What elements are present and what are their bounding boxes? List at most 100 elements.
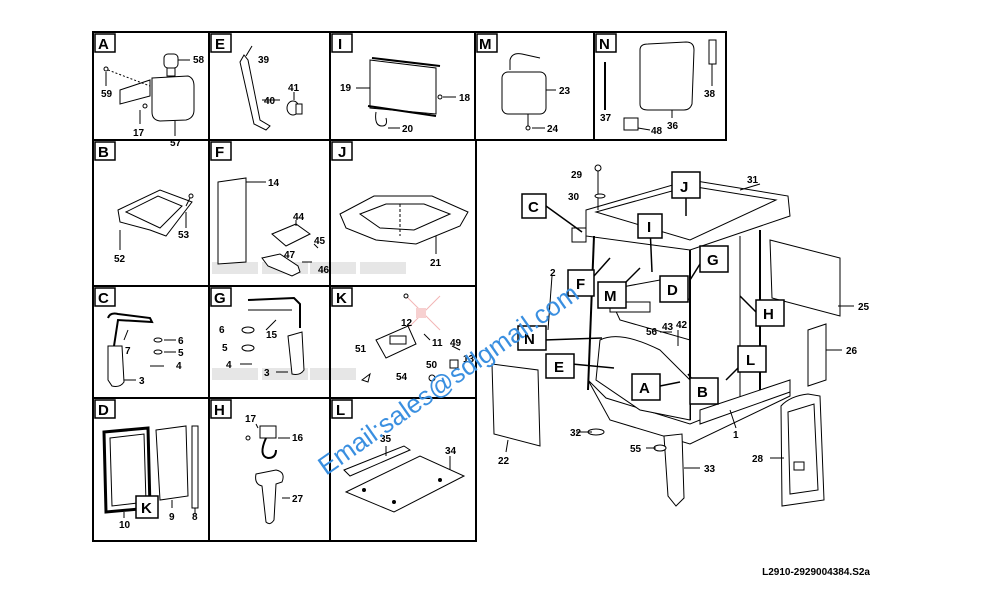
panel-h-drawing bbox=[245, 423, 290, 525]
panel-c-drawing bbox=[107, 312, 176, 387]
part-label: 37 bbox=[600, 113, 612, 124]
part-label: 6 bbox=[219, 325, 225, 336]
panel-letter-h: H bbox=[214, 402, 225, 419]
part-label: 47 bbox=[284, 250, 296, 261]
panel-letter-d: D bbox=[98, 402, 109, 419]
callout-box bbox=[135, 495, 159, 519]
part-label: 5 bbox=[222, 343, 228, 354]
part-label: 45 bbox=[314, 236, 326, 247]
main-callout-f: F bbox=[576, 276, 585, 293]
panel-a-drawing bbox=[103, 53, 195, 136]
part-label: 51 bbox=[355, 344, 367, 355]
part-label: 1 bbox=[733, 430, 739, 441]
panel-grid bbox=[92, 31, 727, 542]
main-callout-d: D bbox=[667, 282, 678, 299]
main-callout-j: J bbox=[680, 179, 688, 196]
panel-letter-i: I bbox=[338, 36, 342, 53]
part-label: 34 bbox=[445, 446, 457, 457]
background-wordmark bbox=[212, 262, 406, 380]
part-label: 16 bbox=[292, 433, 304, 444]
panel-letter-g: G bbox=[214, 290, 226, 307]
panel-letter-c: C bbox=[98, 290, 109, 307]
part-label: 31 bbox=[747, 175, 759, 186]
part-label: 6 bbox=[178, 336, 184, 347]
part-label: 17 bbox=[133, 128, 145, 139]
drawing-reference: L2910-2929004384.S2a bbox=[762, 567, 870, 578]
part-label: 7 bbox=[125, 346, 131, 357]
panel-m-drawing bbox=[501, 53, 556, 131]
part-label: 39 bbox=[258, 55, 270, 66]
main-callout-m: M bbox=[604, 288, 617, 305]
part-label: 17 bbox=[245, 414, 257, 425]
main-callout-e: E bbox=[554, 359, 564, 376]
part-label: 15 bbox=[266, 330, 278, 341]
panel-letter-b: B bbox=[98, 144, 109, 161]
main-callout-b: B bbox=[697, 384, 708, 401]
part-label: 23 bbox=[559, 86, 571, 97]
panel-letters bbox=[94, 33, 617, 419]
part-label: 38 bbox=[704, 89, 716, 100]
main-callout-i: I bbox=[647, 219, 651, 236]
part-label: 25 bbox=[858, 302, 870, 313]
panel-g-drawing bbox=[240, 296, 305, 375]
part-label: 33 bbox=[704, 464, 716, 475]
main-callout-h: H bbox=[763, 306, 774, 323]
part-label: 28 bbox=[752, 454, 764, 465]
part-label: 53 bbox=[178, 230, 190, 241]
main-callout-c: C bbox=[528, 199, 539, 216]
panel-j-drawing bbox=[339, 195, 469, 254]
part-label: 59 bbox=[101, 89, 113, 100]
part-label: 2 bbox=[550, 268, 556, 279]
panel-k-drawing bbox=[360, 293, 461, 383]
panel-letter-l: L bbox=[336, 402, 345, 419]
main-callout-n: N bbox=[524, 331, 535, 348]
part-label: 21 bbox=[430, 258, 442, 269]
main-callout-boxes bbox=[517, 171, 785, 405]
part-label: 52 bbox=[114, 254, 126, 265]
part-label: 46 bbox=[318, 265, 330, 276]
part-label: 22 bbox=[498, 456, 510, 467]
part-label: 32 bbox=[570, 428, 582, 439]
part-label: 41 bbox=[288, 83, 300, 94]
part-label: 14 bbox=[268, 178, 280, 189]
part-label: 29 bbox=[571, 170, 583, 181]
part-label: 35 bbox=[380, 434, 392, 445]
panel-letter-a: A bbox=[98, 36, 109, 53]
main-callout-g: G bbox=[707, 252, 719, 269]
part-label: 19 bbox=[340, 83, 352, 94]
panel-letter-f: F bbox=[215, 144, 224, 161]
panel-d-inner-letter: K bbox=[141, 500, 152, 517]
main-callout-l: L bbox=[746, 352, 755, 369]
part-label: 9 bbox=[169, 512, 175, 523]
part-label: 43 bbox=[662, 322, 674, 333]
part-label: 50 bbox=[426, 360, 438, 371]
part-label: 57 bbox=[170, 138, 182, 149]
part-label: 24 bbox=[547, 124, 559, 135]
part-label: 44 bbox=[293, 212, 305, 223]
part-label: 30 bbox=[568, 192, 580, 203]
panel-i-drawing bbox=[356, 57, 456, 129]
panel-letter-m: M bbox=[479, 36, 492, 53]
panel-letter-e: E bbox=[215, 36, 225, 53]
part-label: 12 bbox=[401, 318, 413, 329]
panel-l-drawing bbox=[343, 445, 466, 513]
part-label: 49 bbox=[450, 338, 462, 349]
part-label: 55 bbox=[630, 444, 642, 455]
main-callout-a: A bbox=[639, 380, 650, 397]
panel-letter-j: J bbox=[338, 144, 346, 161]
part-label: 18 bbox=[459, 93, 471, 104]
part-label: 58 bbox=[193, 55, 205, 66]
part-label: 5 bbox=[178, 348, 184, 359]
part-label: 40 bbox=[264, 96, 276, 107]
panel-b-drawing bbox=[117, 189, 194, 250]
panel-f-drawing bbox=[217, 177, 319, 277]
part-label: 54 bbox=[396, 372, 408, 383]
part-label: 3 bbox=[264, 368, 270, 379]
part-label: 48 bbox=[651, 126, 663, 137]
part-label: 8 bbox=[192, 512, 198, 523]
part-label: 27 bbox=[292, 494, 304, 505]
part-label: 26 bbox=[846, 346, 858, 357]
part-label: 4 bbox=[226, 360, 232, 371]
panel-letter-k: K bbox=[336, 290, 347, 307]
